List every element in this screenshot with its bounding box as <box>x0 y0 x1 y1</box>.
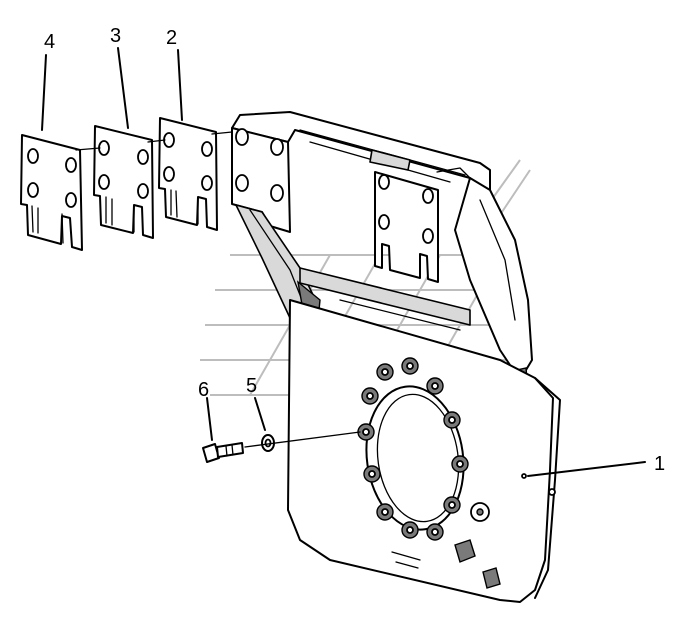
shim-plate-4 <box>20 134 83 251</box>
callout-part-4: 4 <box>44 31 55 53</box>
assembly-guide-lines <box>75 131 233 151</box>
leader-lines <box>41 47 646 477</box>
mounting-bracket-1 <box>231 111 561 603</box>
bolt-guide-line <box>244 431 361 448</box>
callout-part-5: 5 <box>246 375 257 397</box>
callout-part-1: 1 <box>654 453 665 475</box>
callout-part-6: 6 <box>198 379 209 401</box>
callout-part-2: 2 <box>166 27 177 49</box>
shim-plate-2 <box>158 117 218 231</box>
shim-plate-3 <box>93 125 154 239</box>
callout-labels: 4 3 2 1 5 6 <box>44 25 665 475</box>
callout-part-3: 3 <box>110 25 121 47</box>
bolt-circle <box>357 357 469 541</box>
bolt-6 <box>202 442 244 463</box>
